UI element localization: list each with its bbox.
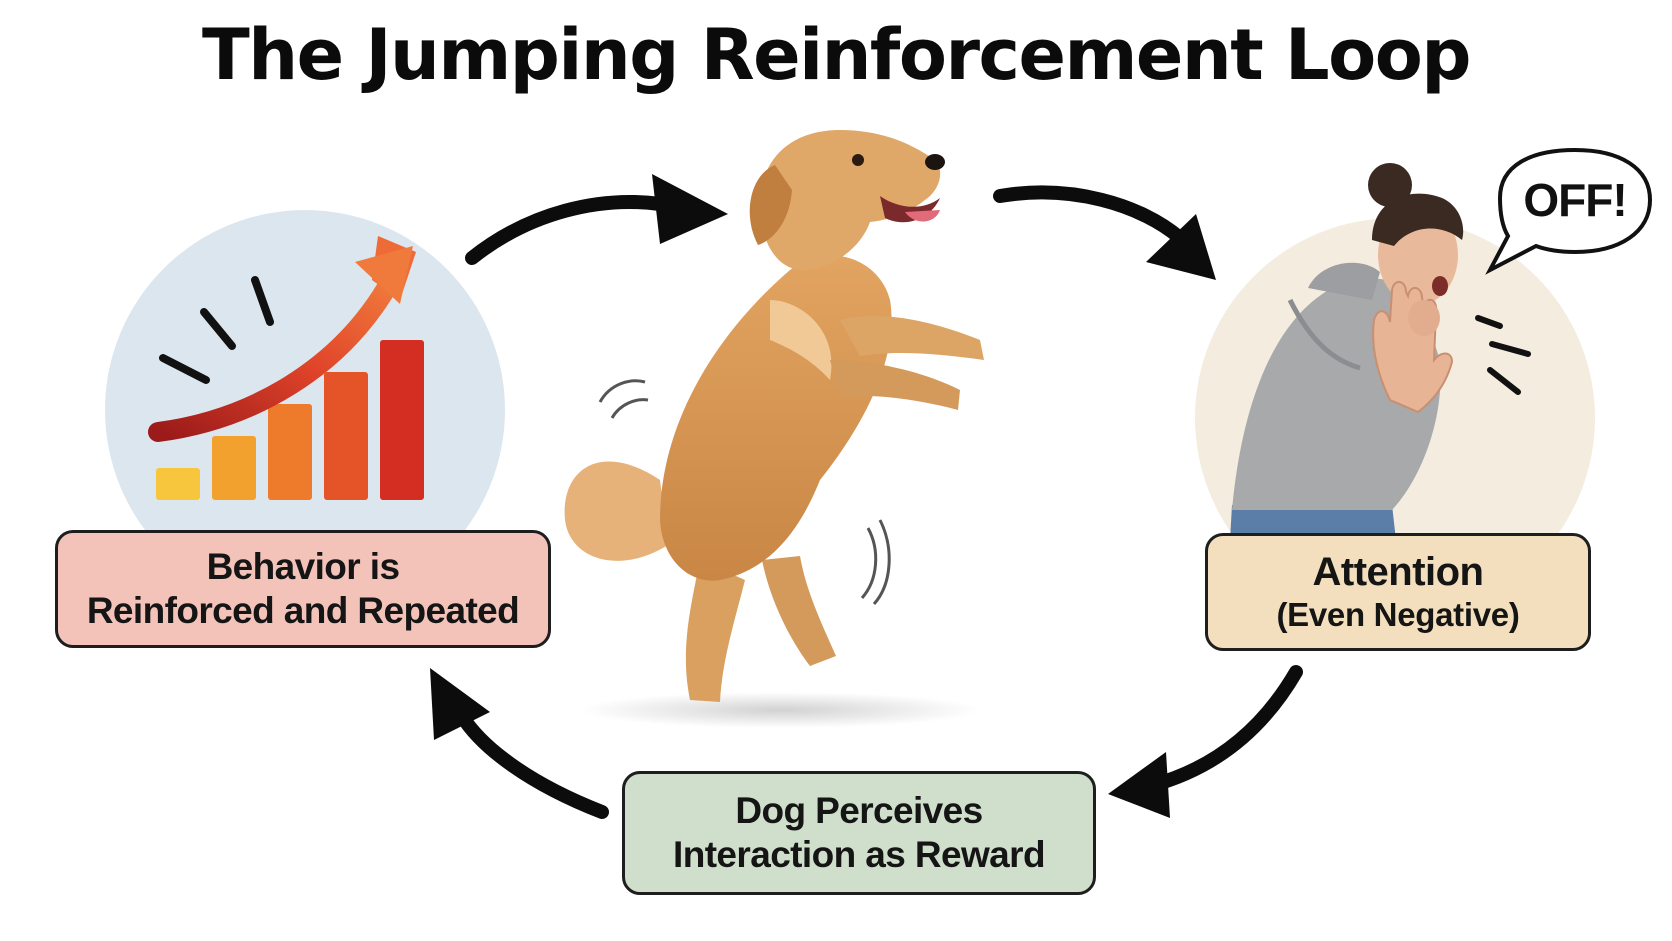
dog-tail (564, 461, 668, 561)
person-pushing-away-illustration (1195, 147, 1653, 618)
reward-perception-box: Dog Perceives Interaction as Reward (622, 771, 1096, 895)
dog-body (660, 255, 892, 581)
reward-line-1: Dog Perceives (735, 790, 983, 832)
growth-bar (212, 436, 256, 500)
loop-arrow-icon (993, 185, 1216, 280)
reinforced-behavior-box: Behavior is Reinforced and Repeated (55, 530, 551, 648)
jumping-dog-illustration (564, 130, 984, 728)
growth-bar (156, 468, 200, 500)
growth-bar (380, 340, 424, 500)
dog-ear (749, 165, 792, 245)
motion-tick (251, 276, 274, 326)
reward-line-2: Interaction as Reward (673, 834, 1046, 875)
diagram-title: The Jumping Reinforcement Loop (202, 14, 1471, 96)
growth-bar (324, 372, 368, 500)
reinforced-line-2: Reinforced and Repeated (86, 590, 520, 631)
growth-chart-icon (105, 210, 505, 610)
dog-head (759, 130, 941, 270)
dog-tongue (905, 210, 940, 222)
loop-arrows (430, 174, 1303, 819)
loop-arrow-icon (1108, 665, 1303, 818)
motion-tick (200, 308, 236, 350)
dog-front-leg (840, 316, 984, 360)
loop-arrow-icon (430, 668, 609, 819)
reinforced-line-1: Behavior is (206, 546, 400, 588)
hair-bun (1368, 163, 1412, 207)
growth-bar (268, 404, 312, 500)
growth-bars (156, 340, 424, 500)
dog-nose (925, 154, 945, 170)
speech-bubble (1485, 147, 1653, 275)
attention-line-1: Attention (1312, 549, 1484, 594)
loop-arrow-icon (465, 174, 728, 265)
attention-line-2: (Even Negative) (1276, 596, 1520, 634)
speech-bubble-text: OFF! (1523, 174, 1626, 226)
dog-shadow (580, 692, 980, 728)
growth-arrow-line (148, 272, 400, 442)
dog-front-leg (830, 360, 960, 410)
attention-box: Attention (Even Negative) (1205, 533, 1591, 651)
motion-tick (159, 354, 210, 384)
